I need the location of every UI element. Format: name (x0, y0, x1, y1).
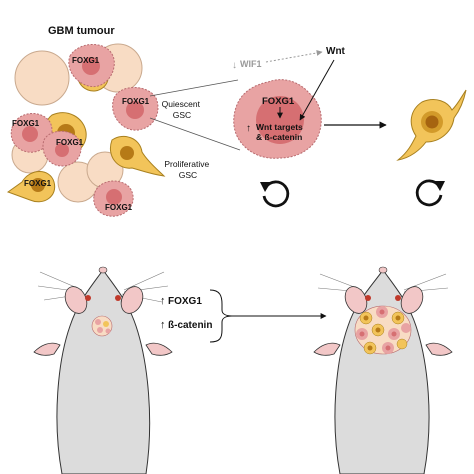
enlarged-cell-foxg1: FOXG1 (262, 96, 295, 107)
differentiated-nucleus (425, 115, 439, 129)
brace-icon (209, 289, 233, 343)
quiescent-label: Quiescent GSC (162, 99, 203, 120)
zoom-line (149, 79, 239, 97)
cell-label-foxg1: FOXG1 (122, 97, 150, 106)
pink-nucleus (22, 126, 38, 142)
cell-label-foxg1: FOXG1 (105, 203, 133, 212)
gbm-title: GBM tumour (48, 25, 115, 37)
cycle-arrow-icon (415, 179, 445, 207)
wif1-dotted-arrow (265, 49, 323, 63)
peach-cell (14, 50, 70, 106)
beta-catenin-label: & ß-catenin (256, 132, 302, 142)
pink-nucleus (126, 101, 144, 119)
yellow-nucleus (31, 178, 45, 192)
pink-nucleus (55, 143, 69, 157)
cycle-arrow-icon (260, 180, 290, 208)
yellow-nucleus (120, 146, 134, 160)
mouse-illustration (33, 266, 173, 474)
cell-label-foxg1: FOXG1 (24, 179, 52, 188)
zoom-line (149, 117, 241, 151)
foxg1-label: FOXG1 (168, 296, 202, 307)
tumour-cluster (6, 43, 166, 217)
down-arrow-glyph: ↓ (232, 60, 237, 71)
cell-label-foxg1: FOXG1 (12, 119, 40, 128)
wnt-arrow (299, 59, 335, 121)
pink-nucleus (106, 189, 122, 205)
cell-label-foxg1: FOXG1 (72, 56, 100, 65)
proliferative-label: Proliferative GSC (164, 159, 211, 180)
up-arrow-glyph: ↑ (246, 123, 251, 134)
cell-label-foxg1: FOXG1 (56, 138, 84, 147)
wnt-targets-label: Wnt targets (256, 122, 303, 132)
up-arrow-glyph: ↑ (160, 319, 166, 331)
enlarged-cell-nucleus (256, 96, 304, 144)
beta-catenin-label: ß-catenin (168, 320, 212, 331)
up-arrow-glyph: ↑ (160, 295, 166, 307)
pink-nucleus (82, 57, 100, 75)
mouse-illustration (313, 266, 453, 474)
yellow-cell (110, 136, 166, 177)
wnt-label: Wnt (326, 46, 346, 57)
wif1-label: WIF1 (240, 59, 262, 69)
